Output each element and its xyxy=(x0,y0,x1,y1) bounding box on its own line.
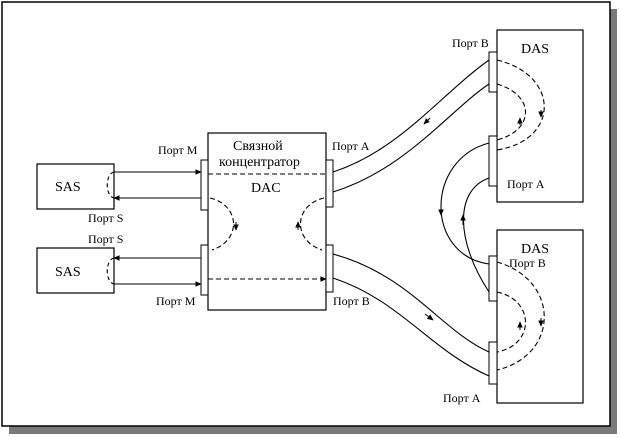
concentrator-title-2: концентратор xyxy=(219,155,300,170)
concentrator-title-1: Связной xyxy=(233,139,283,154)
das-top-port-b xyxy=(488,51,498,93)
das-bottom-name: DAS xyxy=(521,242,549,257)
concentrator-port-b xyxy=(325,244,334,293)
das-top-port-b-label: Порт В xyxy=(452,36,489,50)
concentrator-port-a-label: Порт А xyxy=(332,139,370,153)
sas-top-link xyxy=(106,169,202,201)
concentrator-port-m-bottom xyxy=(200,244,209,296)
concentrator-title-3: DAC xyxy=(251,181,281,196)
das-bottom-box xyxy=(496,229,584,404)
sas-bottom-port-s-label: Порт S xyxy=(88,232,123,246)
das-bottom-port-b xyxy=(488,255,498,302)
sas-top-name: SAS xyxy=(55,180,81,195)
sas-bottom-name: SAS xyxy=(55,265,81,280)
das-bottom-internal xyxy=(496,261,545,371)
concentrator-port-m-top-label: Порт М xyxy=(158,143,198,157)
cable-a-arrow xyxy=(423,117,431,125)
concentrator-ring xyxy=(208,173,327,282)
sas-bottom-link xyxy=(106,255,202,287)
das-top-name: DAS xyxy=(521,42,549,57)
sas-top-port-s-label: Порт S xyxy=(88,211,123,225)
concentrator-port-a xyxy=(325,159,334,208)
concentrator-port-m-top xyxy=(200,159,209,211)
das-top-port-a xyxy=(488,135,498,187)
concentrator-port-b-label: Порт В xyxy=(333,294,370,308)
sas-bottom-box xyxy=(36,247,115,294)
sas-top-box xyxy=(36,163,115,210)
das-bottom-port-b-label: Порт В xyxy=(509,256,546,270)
cable-b-arrow xyxy=(424,313,434,321)
das-top-port-a-label: Порт А xyxy=(507,177,545,191)
concentrator-port-m-bottom-label: Порт М xyxy=(156,294,196,308)
cable-b-to-das-bottom xyxy=(332,253,490,377)
das-top-internal xyxy=(496,59,545,151)
das-bottom-port-a xyxy=(488,341,498,385)
das-bottom-port-a-label: Порт А xyxy=(443,391,481,405)
concentrator-box xyxy=(207,132,327,311)
cable-a-to-das-top xyxy=(332,59,490,193)
